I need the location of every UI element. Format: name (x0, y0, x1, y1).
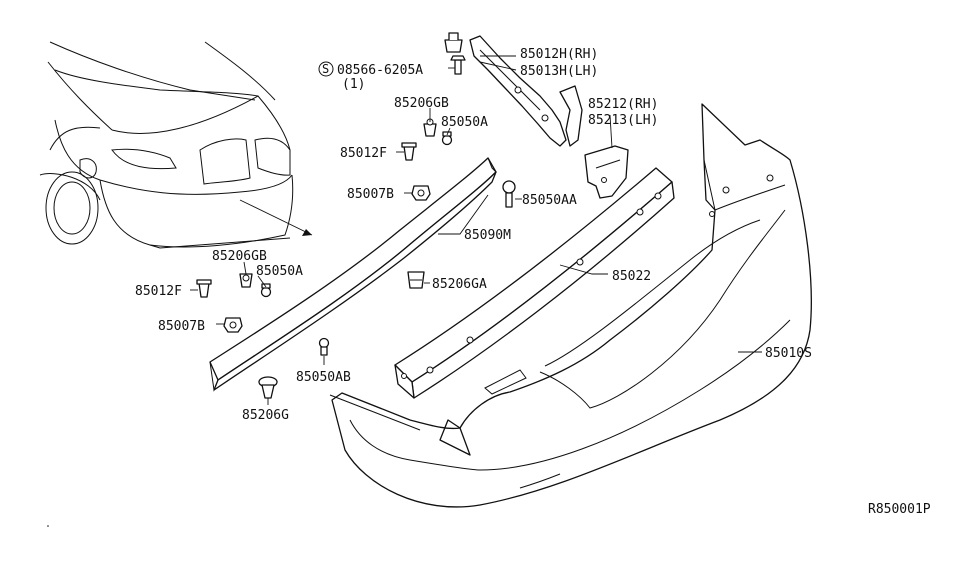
vehicle-rear-view (39, 41, 313, 249)
label-85012h-rh: 85012H(RH) (520, 47, 598, 62)
label-85007b-left: 85007B (158, 319, 205, 334)
clip-85206ga-icon (407, 271, 425, 289)
label-85212-rh: 85212(RH) (588, 97, 658, 112)
clip-85206g-icon (258, 376, 278, 399)
label-85007b-top: 85007B (347, 187, 394, 202)
label-85022: 85022 (612, 269, 651, 284)
label-08566-qty: (1) (342, 77, 365, 92)
label-85010s: 85010S (765, 346, 812, 361)
bumper-fascia-85010s-icon (329, 103, 812, 508)
screw-08566-icon (450, 55, 466, 75)
part-labels: S 08566-6205A (1) 85012H(RH) 85013H(LH) … (135, 47, 931, 517)
bracket-85212-icon (584, 145, 629, 199)
figure-code: R850001P (868, 502, 931, 517)
label-85050ab: 85050AB (296, 370, 351, 385)
label-85206g: 85206G (242, 408, 289, 423)
screw-symbol-circle (318, 61, 334, 77)
label-85012f-top: 85012F (340, 146, 387, 161)
label-85090m: 85090M (464, 228, 511, 243)
label-85050a-left: 85050A (256, 264, 303, 279)
label-08566-6205a: 08566-6205A (337, 63, 423, 78)
label-85013h-lh: 85013H(LH) (520, 64, 598, 79)
clip-85206gb-left-icon (239, 273, 253, 288)
label-85206gb-left: 85206GB (212, 249, 267, 264)
nut-85007b-top-icon (411, 185, 431, 201)
energy-absorber-85090m-icon (209, 157, 497, 392)
label-85206ga: 85206GA (432, 277, 487, 292)
label-85206gb-top: 85206GB (394, 96, 449, 111)
label-85012f-left: 85012F (135, 284, 182, 299)
leader-lines (190, 55, 762, 405)
clip-top-icon (444, 32, 463, 53)
bolt-85050aa-icon (502, 180, 516, 208)
corner-dot (47, 525, 49, 527)
screw-symbol: S (322, 62, 329, 76)
nut-85007b-left-icon (223, 317, 243, 333)
label-85050a-top: 85050A (441, 115, 488, 130)
bumper-reinforcement-85022-icon (394, 167, 675, 399)
pin-85012f-top-icon (401, 142, 417, 161)
label-85050aa: 85050AA (522, 193, 577, 208)
bolt-85050ab-icon (318, 337, 330, 356)
bolt-85050a-left-icon (260, 283, 272, 298)
side-bracket-85012h-icon (469, 35, 583, 147)
label-85213-lh: 85213(LH) (588, 113, 658, 128)
pin-85012f-left-icon (196, 279, 212, 298)
